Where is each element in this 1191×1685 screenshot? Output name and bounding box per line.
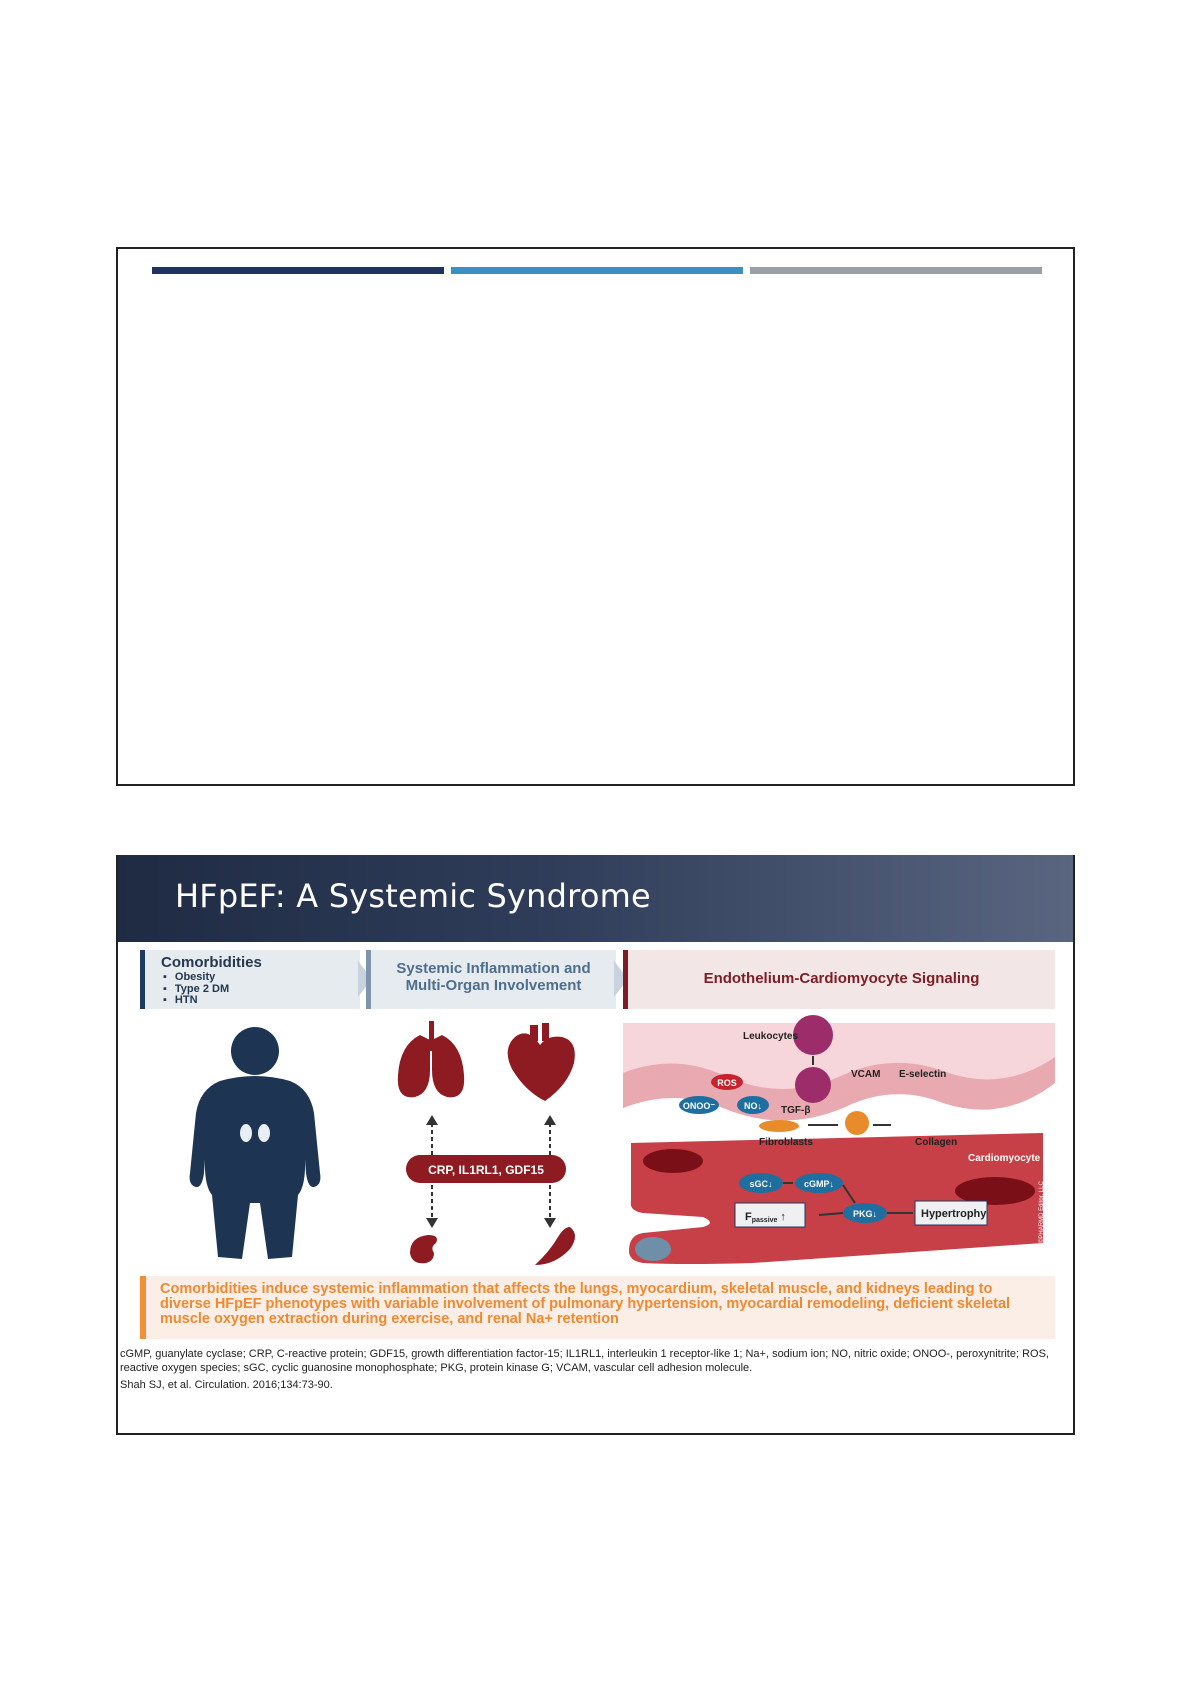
slide-header: HFpEF: A Systemic Syndrome — [118, 855, 1073, 942]
hypertrophy-label: Hypertrophy — [921, 1208, 987, 1220]
slide-title: HFpEF: A Systemic Syndrome — [175, 877, 651, 915]
cgmp-label: cGMP↓ — [804, 1179, 834, 1189]
blood-vessel-shape — [406, 1155, 566, 1183]
ros-label: ROS — [717, 1078, 737, 1088]
comorbidities-title: Comorbidities — [161, 954, 262, 971]
svg-text:Fpassive↑: Fpassive↑ — [745, 1211, 786, 1224]
cardiomyocyte-cell — [629, 1133, 1043, 1264]
heart-icon — [507, 1023, 575, 1101]
list-item: Obesity — [163, 971, 229, 984]
leukocyte-cell-icon — [793, 1015, 833, 1055]
list-item: Type 2 DM — [163, 983, 229, 996]
inflammation-title: Systemic Inflammation and Multi-Organ In… — [371, 960, 616, 994]
conclusion-box: Comorbidities induce systemic inflammati… — [140, 1276, 1055, 1339]
vcam-label: VCAM — [851, 1069, 880, 1080]
comorbidities-panel: Comorbidities Obesity Type 2 DM HTN — [140, 950, 360, 1009]
inflammation-title-line2: Multi-Organ Involvement — [405, 977, 582, 994]
no-label: NO↓ — [744, 1101, 762, 1111]
obese-person-silhouette-icon — [189, 1027, 321, 1259]
accent-bar-blue — [451, 267, 743, 274]
fibroblasts-label: Fibroblasts — [759, 1137, 813, 1148]
accent-bar-gray — [750, 267, 1042, 274]
fpassive-subscript: passive — [752, 1217, 778, 1224]
accent-bar-navy — [152, 267, 444, 274]
endothelium-label: Endothelium — [913, 1109, 969, 1120]
biomarker-label: CRP, IL1RL1, GDF15 — [428, 1163, 544, 1177]
pkg-label: PKG↓ — [853, 1209, 877, 1219]
slide-2: HFpEF: A Systemic Syndrome Comorbidities… — [116, 855, 1075, 1435]
citation: Shah SJ, et al. Circulation. 2016;134:73… — [120, 1379, 333, 1391]
copyright-label: ©PHARMD Editor, LLC — [1038, 1181, 1045, 1243]
collagen-label: Collagen — [915, 1137, 957, 1148]
cardiomyocyte-label: Cardiomyocyte — [968, 1153, 1041, 1164]
list-item: HTN — [163, 994, 229, 1007]
kidney-icon — [410, 1235, 437, 1264]
abbreviations-footnote: cGMP, guanylate cyclase; CRP, C-reactive… — [120, 1348, 1049, 1374]
leukocytes-label: Leukocytes — [743, 1031, 798, 1042]
signaling-title: Endothelium-Cardiomyocyte Signaling — [703, 970, 980, 987]
tgfb-label: TGF-β — [781, 1105, 810, 1116]
onoo-label: ONOO⁻ — [683, 1101, 716, 1111]
slide-1 — [116, 247, 1075, 786]
inflammation-title-line1: Systemic Inflammation and — [396, 960, 591, 977]
leukocyte-cell-icon — [795, 1067, 831, 1103]
fpassive-arrow: ↑ — [780, 1211, 786, 1223]
inflammation-panel: Systemic Inflammation and Multi-Organ In… — [366, 950, 616, 1009]
sgc-label: sGC↓ — [749, 1179, 772, 1189]
organs-diagram: CRP, IL1RL1, GDF15 — [397, 1021, 575, 1265]
signaling-panel: Endothelium-Cardiomyocyte Signaling — [623, 950, 1055, 1009]
fpassive-label: F — [745, 1211, 752, 1223]
signaling-diagram: Leukocytes ROS ONOO⁻ NO↓ VCAM E-selectin… — [623, 1015, 1055, 1264]
lungs-icon — [397, 1021, 465, 1098]
eselectin-label: E-selectin — [899, 1069, 946, 1080]
comorbidities-list: Obesity Type 2 DM HTN — [163, 971, 229, 1007]
muscle-icon — [535, 1227, 575, 1265]
